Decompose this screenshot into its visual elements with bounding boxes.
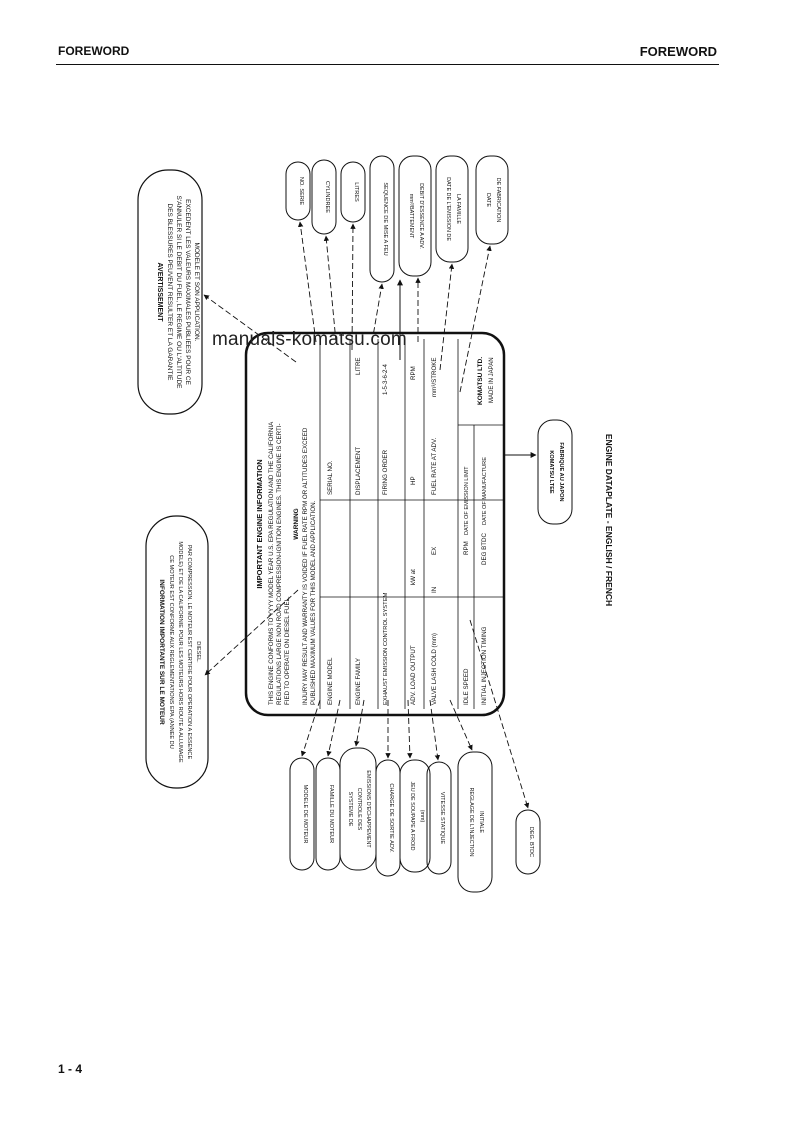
callout-avertissement-title: AVERTISSEMENT (156, 263, 163, 323)
callout-avertissement-line: MODELE ET SON APPLICATION. (193, 242, 200, 341)
plate-row-cell: DEG BTDC (481, 532, 488, 565)
svg-text:INITIALE: INITIALE (478, 811, 484, 833)
plate-intro-line: FIED TO OPERATE ON DIESEL FUEL. (284, 596, 291, 705)
callout-avertissement-line: EXCEDENT LES VALEURS MAXIMALES PUBLIEES … (184, 199, 191, 385)
callout-cylindree: CYLINDREE (311, 159, 337, 235)
callout-no-serie: NO. SERIE (285, 161, 311, 221)
svg-text:(mm): (mm) (419, 810, 425, 823)
leader-lines-solid (397, 279, 537, 458)
svg-text:CONTROLE DES: CONTROLE DES (356, 788, 362, 831)
plate-maker-origin: MADE IN JAPAN (489, 357, 495, 403)
plate-intro-line: REGULATIONS LARGE NON ROAD COMPRESSION-I… (276, 423, 283, 705)
plate-row-label: ENGINE FAMILY (355, 658, 362, 705)
callout-date-fabrication: DATE DE FABRICATION (475, 155, 509, 245)
callout-information: INFORMATION IMPORTANTE SUR LE MOTEUR CE … (145, 515, 209, 789)
svg-text:MODELE DE MOTEUR: MODELE DE MOTEUR (302, 785, 308, 844)
callout-litres: LITRES (340, 161, 366, 223)
plate-row-cell: IN (431, 587, 438, 593)
svg-text:EMISSIONS D'ECHAPPEMENT: EMISSIONS D'ECHAPPEMENT (365, 770, 371, 848)
svg-text:REGLAGE DE L'INJECTION: REGLAGE DE L'INJECTION (468, 787, 474, 856)
callout-avertissement-line: DES BLESSURES PEUVENT RESULTER ET LA GAR… (166, 204, 173, 382)
svg-text:NO. SERIE: NO. SERIE (298, 177, 304, 206)
callout-systeme: SYSTEME DE CONTROLE DES EMISSIONS D'ECHA… (339, 747, 377, 871)
plate-title: IMPORTANT ENGINE INFORMATION (255, 459, 264, 588)
svg-text:FABRIQUE AU JAPON: FABRIQUE AU JAPON (558, 442, 564, 501)
callout-sequence: SEQUENCE DE MISE A FEU (369, 155, 395, 283)
svg-text:mm³/BATTEMENT: mm³/BATTEMENT (408, 194, 414, 239)
dataplate-content: IMPORTANT ENGINE INFORMATION THIS ENGINE… (255, 339, 504, 709)
callout-modele: MODELE DE MOTEUR (289, 757, 315, 871)
plate-row-cell: DATE OF MANUFACTURE (482, 457, 488, 525)
plate-warning-line: PUBLISHED MAXIMUM VALUES FOR THIS MODEL … (310, 500, 317, 705)
callout-avertissement: AVERTISSEMENT DES BLESSURES PEUVENT RESU… (137, 169, 203, 415)
svg-text:SEQUENCE DE MISE A FEU: SEQUENCE DE MISE A FEU (382, 182, 388, 255)
plate-row-cell: kW at (410, 569, 417, 585)
watermark-text: manuals-komatsu.com (212, 329, 407, 350)
callout-information-title: INFORMATION IMPORTANTE SUR LE MOTEUR (158, 579, 165, 725)
header-left-title: FOREWORD (58, 44, 130, 58)
svg-text:DEBIT D'ESSENCE A ADV.: DEBIT D'ESSENCE A ADV. (418, 183, 424, 249)
plate-table (319, 339, 504, 709)
svg-text:LA FAMILLE: LA FAMILLE (455, 194, 461, 224)
plate-row-label: VALVE LASH COLD (mm) (431, 633, 438, 705)
callout-reglage: REGLAGE DE L'INJECTION INITIALE (457, 751, 493, 893)
svg-text:DE FABRICATION: DE FABRICATION (495, 178, 501, 223)
svg-text:KOMATSU LTEE: KOMATSU LTEE (548, 450, 554, 494)
plate-intro-line: THIS ENGINE CONFORMS TO YYYY MODEL YEAR … (268, 421, 275, 705)
dataplate-frame (244, 331, 506, 717)
plate-row-label: ADV. LOAD OUTPUT (410, 645, 417, 705)
svg-text:FAMILLE DU MOTEUR: FAMILLE DU MOTEUR (328, 785, 334, 843)
plate-row-label: ENGINE MODEL (327, 657, 334, 705)
figure-caption: ENGINE DATAPLATE - ENGLISH / FRENCH (604, 434, 614, 606)
callout-information-line: MODELE) ET DE LA CALIFORNIE POUR LES MOT… (177, 541, 183, 762)
svg-text:DATE DE L'EMISSION DE: DATE DE L'EMISSION DE (445, 177, 451, 241)
plate-row-cell: DISPLACEMENT (355, 447, 362, 495)
plate-row-cell: RPM (410, 366, 417, 380)
plate-warning-title: WARNING (293, 508, 300, 539)
plate-maker-name: KOMATSU LTD. (477, 357, 484, 405)
callout-famille: FAMILLE DU MOTEUR (315, 757, 341, 871)
callout-debit: mm³/BATTEMENT DEBIT D'ESSENCE A ADV. (398, 155, 432, 277)
header-rule (56, 64, 719, 65)
plate-row-cell: FIRING ORDER (382, 449, 389, 495)
callout-fabrique: KOMATSU LTEE FABRIQUE AU JAPON (537, 419, 573, 525)
svg-text:DEG. BTDC: DEG. BTDC (528, 827, 534, 857)
plate-row-cell: LITRE (355, 357, 362, 375)
plate-warning-line: INJURY MAY RESULT AND WARRANTY IS VOIDED… (302, 427, 309, 705)
callout-deg-btdc: DEG. BTDC (515, 809, 541, 875)
plate-row-cell: mm³/STROKE (431, 357, 438, 397)
plate-row-cell: EX (431, 547, 438, 555)
svg-text:DATE: DATE (485, 193, 491, 207)
plate-row-label: IDLE SPEED (463, 668, 470, 705)
plate-row-cell: RPM (463, 541, 470, 555)
callout-date-emission: DATE DE L'EMISSION DE LA FAMILLE (435, 155, 469, 263)
plate-row-label: EXHAUST EMISSION CONTROL SYSTEM (383, 592, 389, 705)
page-number: 1 - 4 (58, 1062, 83, 1076)
callout-charge: CHARGE DE SORTIE ADV. (375, 759, 401, 877)
callout-information-line: DIESEL. (195, 641, 201, 663)
plate-row-cell: SERIAL NO. (327, 460, 334, 495)
callout-vitesse: VITESSE STATIQUE (426, 761, 452, 875)
plate-row-cell: DATE OF EMISSION LIMIT (464, 466, 470, 535)
svg-text:JEU DE SOUPAPE A FROID: JEU DE SOUPAPE A FROID (409, 781, 415, 850)
svg-text:VITESSE STATIQUE: VITESSE STATIQUE (439, 792, 445, 845)
plate-row-cell: FUEL RATE AT ADV. (431, 437, 438, 495)
svg-text:CYLINDREE: CYLINDREE (324, 181, 330, 213)
plate-row-cell: HP (410, 476, 417, 485)
callout-avertissement-line: S'ANNULER SI LE DEBIT DU FUEL, LE REGIME… (175, 196, 182, 390)
header-right-title: FOREWORD (639, 44, 717, 59)
callout-information-line: CE MOTEUR EST CONFORME AUX REGLEMENTATIO… (168, 555, 174, 749)
svg-text:CHARGE DE SORTIE ADV.: CHARGE DE SORTIE ADV. (388, 783, 394, 853)
svg-text:SYSTEME DE: SYSTEME DE (347, 792, 353, 827)
leader-lines (203, 221, 530, 809)
svg-text:LITRES: LITRES (353, 182, 359, 202)
callout-jeu: JEU DE SOUPAPE A FROID (mm) (399, 759, 431, 873)
plate-row-cell: 1-5-3-6-2-4 (382, 363, 389, 395)
callout-information-line: PAR COMPRESSION. LE MOTEUR EST CERTIFIE … (186, 545, 192, 760)
